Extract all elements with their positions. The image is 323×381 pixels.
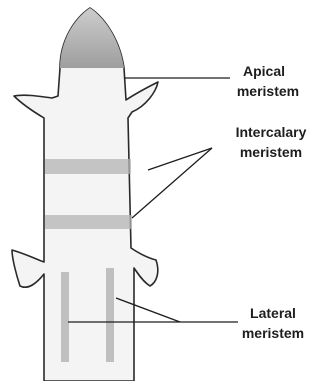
label-intercalary-line1: Intercalary (236, 124, 307, 140)
intercalary-band-lower (45, 215, 132, 229)
leader-line-intercalary-upper (148, 148, 212, 170)
label-lateral-line2: meristem (242, 325, 304, 341)
label-intercalary-line2: meristem (240, 144, 302, 160)
leader-line-intercalary-lower (132, 148, 212, 218)
label-lateral-line1: Lateral (250, 305, 296, 321)
intercalary-band-upper (45, 159, 131, 174)
label-apical-line2: meristem (237, 83, 299, 99)
lateral-strand-left (61, 272, 69, 362)
label-apical-line1: Apical (243, 63, 285, 79)
lateral-strand-right (106, 268, 114, 362)
